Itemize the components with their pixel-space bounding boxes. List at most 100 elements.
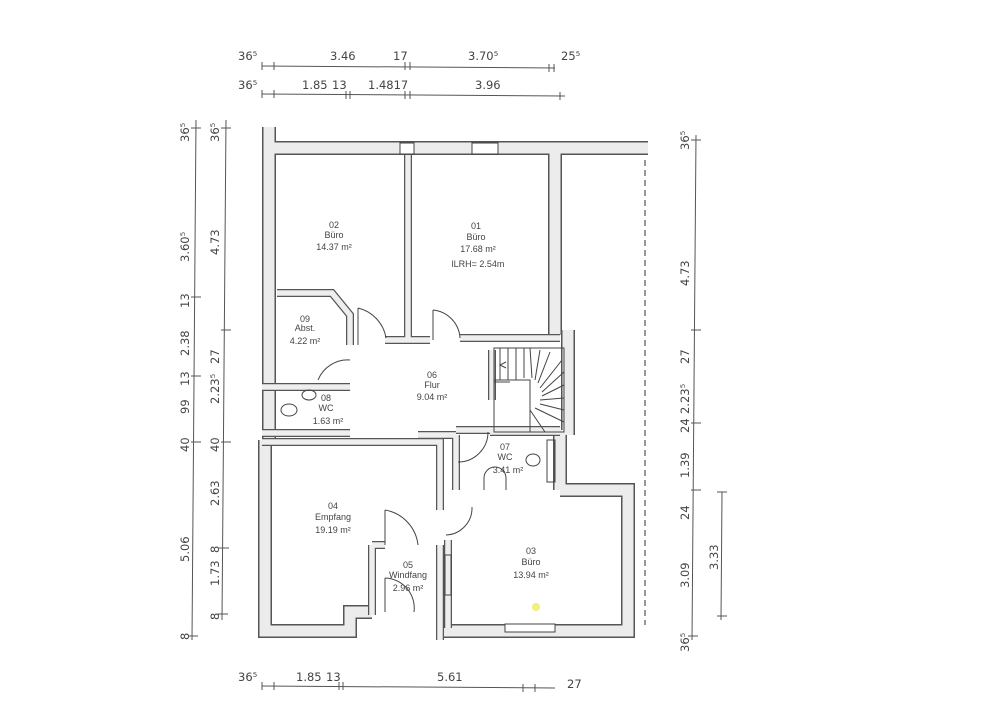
dim-label: 3.09: [678, 562, 692, 588]
dim-label: 5.06: [178, 536, 192, 562]
dim-label: 27: [678, 349, 692, 364]
dim-label: 8: [208, 613, 222, 620]
room-02: 02 Büro 14.37 m²: [316, 220, 352, 252]
room-number: 04: [328, 501, 338, 511]
door-arc: [384, 577, 415, 613]
dim-label: 36⁵: [238, 78, 258, 92]
room-number: 09: [300, 314, 310, 324]
room-number: 07: [500, 442, 510, 452]
exterior-walls: [258, 127, 648, 638]
dim-label: 3.46: [330, 49, 356, 63]
room-05: 05 Windfang 2.96 m²: [389, 560, 427, 593]
room-name: WC: [319, 403, 334, 413]
dim-label: 1.4817: [368, 78, 408, 92]
room-name: Büro: [324, 230, 343, 240]
room-area: 14.37 m²: [316, 242, 352, 252]
room-area: 17.68 m²: [460, 244, 496, 254]
staircase: [493, 347, 565, 433]
room-height: lLRH= 2.54m: [452, 259, 505, 269]
room-area: 1.63 m²: [313, 416, 344, 426]
room-06: 06 Flur 9.04 m²: [417, 370, 448, 402]
door-arc: [445, 506, 473, 536]
room-number: 01: [471, 221, 481, 231]
room-number: 08: [321, 393, 331, 403]
room-04: 04 Empfang 19.19 m²: [315, 501, 351, 535]
window: [399, 142, 415, 155]
sink-icon: [483, 466, 507, 490]
dim-label: 4.73: [678, 260, 692, 286]
door-arc: [384, 509, 419, 546]
dim-label: 1.85: [302, 78, 328, 92]
dim-label: 24: [678, 505, 692, 520]
dim-label: 36⁵: [678, 130, 692, 150]
dim-label: 5.61: [437, 670, 463, 684]
dim-label: 36⁵: [208, 122, 222, 142]
dim-label: 25⁵: [561, 49, 581, 63]
dimension-ticks: [188, 62, 727, 692]
room-area: 4.22 m²: [290, 336, 321, 346]
dim-label: 4.73: [208, 229, 222, 255]
room-name: Flur: [424, 380, 440, 390]
radiator: [546, 439, 556, 483]
dim-label: 36⁵: [238, 670, 258, 684]
window: [504, 623, 556, 633]
dim-label: 8: [178, 633, 192, 640]
dim-label: 27: [208, 349, 222, 364]
dim-label: 3.70⁵: [468, 49, 499, 63]
room-number: 05: [403, 560, 413, 570]
room-name: Empfang: [315, 512, 351, 522]
dim-label: 3.96: [475, 78, 501, 92]
dim-label: 13: [326, 670, 341, 684]
dim-label: 24: [678, 418, 692, 433]
dim-label: 36⁵: [178, 122, 192, 142]
dim-label: 36⁵: [238, 49, 258, 63]
stair-arrow-icon: [498, 361, 507, 369]
room-number: 03: [526, 546, 536, 556]
door-arc: [457, 431, 489, 463]
room-name: Windfang: [389, 570, 427, 580]
dim-label: 2.23⁵: [678, 383, 692, 414]
dim-label: 27: [567, 677, 582, 691]
dim-label: 3.60⁵: [178, 231, 192, 262]
room-area: 9.04 m²: [417, 392, 448, 402]
room-name: Abst.: [295, 323, 316, 333]
room-name: WC: [498, 452, 513, 462]
door-arc: [357, 307, 387, 345]
room-name: Büro: [521, 557, 540, 567]
dim-label: 1.73: [208, 560, 222, 586]
room-number: 02: [329, 220, 339, 230]
room-08: 08 WC 1.63 m²: [313, 393, 344, 426]
toilet-icon: [525, 453, 541, 467]
room-name: Büro: [466, 232, 485, 242]
room-area: 2.96 m²: [393, 583, 424, 593]
dim-label: 2.38: [178, 330, 192, 356]
dim-label: 2.23⁵: [208, 373, 222, 404]
dim-label: 1.39: [678, 452, 692, 478]
doors: [317, 307, 489, 613]
dim-label: 2.63: [208, 480, 222, 506]
dim-label: 13: [178, 293, 192, 308]
sink-icon: [301, 389, 317, 401]
room-area: 3.41 m²: [493, 465, 524, 475]
dim-label: 40: [208, 437, 222, 452]
dim-label: 17: [393, 49, 408, 63]
dim-label: 40: [178, 437, 192, 452]
dimension-texts: 36⁵ 3.46 17 3.70⁵ 25⁵ 36⁵ 1.85 13 1.4817…: [178, 49, 721, 691]
dimension-lines: [188, 62, 727, 692]
door-arc: [432, 309, 461, 340]
room-07: 07 WC 3.41 m²: [493, 442, 524, 475]
door-arc: [317, 359, 351, 381]
toilet-icon: [280, 403, 298, 417]
room-labels: 01 Büro 17.68 m² lLRH= 2.54m 02 Büro 14.…: [290, 220, 549, 593]
dim-label: 8: [208, 546, 222, 553]
room-area: 13.94 m²: [513, 570, 549, 580]
radiator: [444, 554, 452, 596]
dim-label: 36⁵: [678, 632, 692, 652]
room-01: 01 Büro 17.68 m² lLRH= 2.54m: [452, 221, 505, 269]
room-area: 19.19 m²: [315, 525, 351, 535]
room-number: 06: [427, 370, 437, 380]
dim-label: 99: [178, 399, 192, 414]
dim-label: 3.33: [707, 544, 721, 570]
dim-label: 1.85: [296, 670, 322, 684]
